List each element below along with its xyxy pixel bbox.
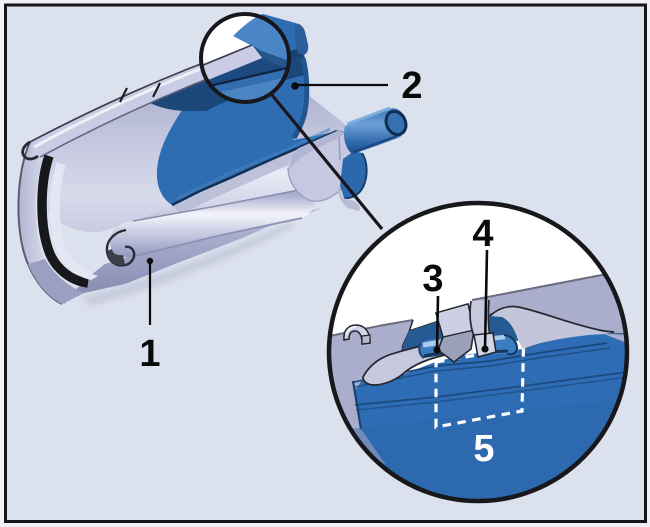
svg-text:4: 4 [472,213,493,255]
svg-text:2: 2 [401,65,422,107]
svg-text:1: 1 [139,333,160,375]
svg-text:5: 5 [473,428,494,470]
svg-text:3: 3 [422,258,443,300]
